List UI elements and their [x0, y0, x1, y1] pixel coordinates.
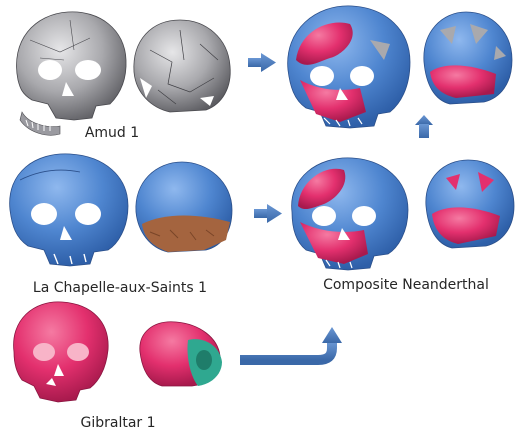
gibraltar-label: Gibraltar 1: [80, 415, 155, 431]
arrow-composite-up: [415, 115, 433, 138]
composite-label: Composite Neanderthal: [323, 277, 489, 293]
arrow-gibraltar-to-composite: [240, 327, 342, 360]
amud-label: Amud 1: [85, 125, 139, 141]
gibraltar-skull-side: [140, 322, 222, 386]
arrow-amud-to-composite: [248, 53, 276, 72]
composite-skull-side-top: [424, 12, 512, 104]
chapelle-skull-side: [136, 162, 232, 252]
chapelle-label: La Chapelle-aux-Saints 1: [33, 280, 207, 296]
amud-skull-side: [134, 20, 230, 112]
composite-skull-front-bottom: [292, 158, 408, 270]
composite-skull-side-bottom: [426, 160, 514, 248]
gibraltar-skull-front: [14, 302, 109, 402]
amud-skull-front: [16, 12, 126, 135]
chapelle-skull-front: [10, 154, 128, 266]
composite-skull-front-top: [288, 6, 410, 128]
arrow-chapelle-to-composite: [254, 204, 282, 223]
